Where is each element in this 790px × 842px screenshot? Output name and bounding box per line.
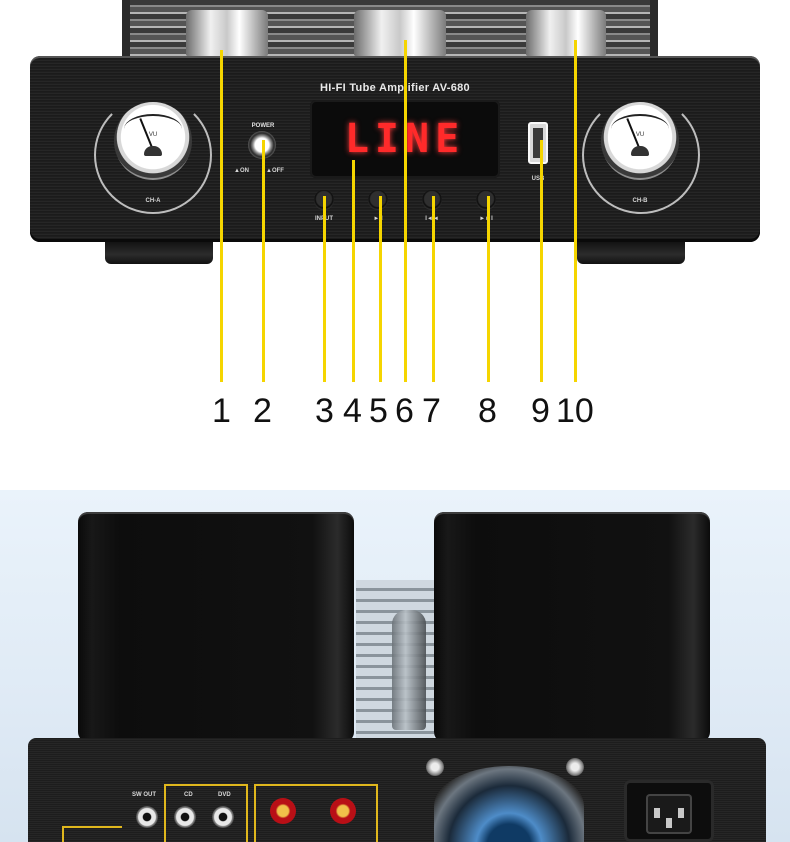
cooling-fan <box>434 766 584 842</box>
speaker-terminal-left[interactable] <box>270 798 296 824</box>
callout-number-10: 10 <box>556 392 594 430</box>
rear-tube <box>392 610 426 730</box>
callout-box-speaker-terminals <box>254 784 378 842</box>
rear-panel-photo: SW OUT CD DVD <box>0 490 790 842</box>
usb-port[interactable] <box>528 122 548 164</box>
front-panel-photo: HI-FI Tube Amplifier AV-680 VU CH-A POWE… <box>30 0 760 430</box>
callout-line-9 <box>540 140 543 382</box>
vu-arc-right <box>582 96 700 214</box>
callout-number-5: 5 <box>369 392 388 430</box>
callout-number-8: 8 <box>478 392 497 430</box>
next-label: ►►I <box>479 216 493 222</box>
cd-label: CD <box>184 792 193 798</box>
display-text: LINE <box>344 116 466 162</box>
vu-meter-left: VU <box>114 102 192 180</box>
transformer-right <box>434 512 710 742</box>
play-pause-button[interactable] <box>368 190 388 210</box>
vu-text-left: VU <box>148 132 158 138</box>
screw-right <box>566 758 584 776</box>
screw-left <box>426 758 444 776</box>
callout-line-4 <box>352 160 355 382</box>
tube-right <box>526 10 606 56</box>
callout-line-8 <box>487 196 490 382</box>
dvd-label: DVD <box>218 792 231 798</box>
callout-number-2: 2 <box>253 392 272 430</box>
vu-label-left: CH-A <box>145 198 161 204</box>
power-label: POWER <box>251 123 275 129</box>
callout-number-7: 7 <box>422 392 441 430</box>
model-title: HI-FI Tube Amplifier AV-680 <box>320 82 470 94</box>
speaker-terminal-right[interactable] <box>330 798 356 824</box>
sw-out-label: SW OUT <box>132 792 156 798</box>
sw-out-jack[interactable] <box>136 806 158 828</box>
callout-line-1 <box>220 50 223 382</box>
on-label: ▲ON <box>234 168 249 174</box>
callout-line-10 <box>574 40 577 382</box>
callout-line-7 <box>432 196 435 382</box>
dvd-jack[interactable] <box>212 806 234 828</box>
callout-box-line-inputs <box>164 784 248 842</box>
callout-box-sw-out <box>62 826 122 842</box>
foot-left <box>105 240 213 264</box>
callout-line-6 <box>404 40 407 382</box>
tube-center <box>354 10 446 56</box>
off-label: ▲OFF <box>266 168 284 174</box>
previous-label: I◄◄ <box>414 216 450 222</box>
callout-line-5 <box>379 196 382 382</box>
next-button[interactable] <box>476 190 496 210</box>
callout-line-3 <box>323 196 326 382</box>
transformer-left <box>78 512 354 742</box>
callout-number-6: 6 <box>395 392 414 430</box>
tube-left <box>186 10 268 56</box>
cd-jack[interactable] <box>174 806 196 828</box>
callout-number-4: 4 <box>343 392 362 430</box>
amplifier-front-panel: HI-FI Tube Amplifier AV-680 VU CH-A POWE… <box>30 56 760 242</box>
vu-label-right: CH-B <box>632 198 648 204</box>
vu-text-right: VU <box>635 132 645 138</box>
play-pause-label: ►II <box>373 216 383 222</box>
foot-right <box>577 240 685 264</box>
vu-meter-right: VU <box>601 102 679 180</box>
callout-number-9: 9 <box>531 392 550 430</box>
vu-arc-left <box>94 96 212 214</box>
usb-label: USB <box>531 176 545 182</box>
power-inlet[interactable] <box>624 780 714 842</box>
callout-number-3: 3 <box>315 392 334 430</box>
callout-number-1: 1 <box>212 392 231 430</box>
callout-line-2 <box>262 140 265 382</box>
